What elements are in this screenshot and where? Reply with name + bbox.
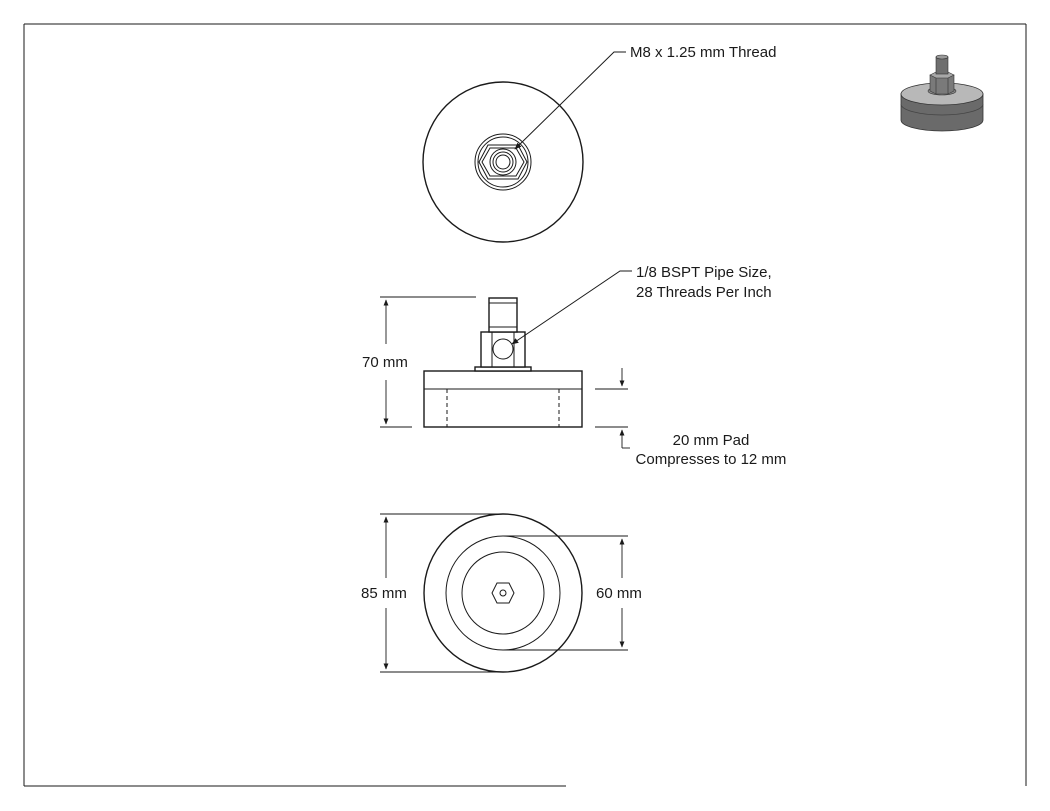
top-view xyxy=(422,51,626,243)
thread-callout: M8 x 1.25 mm Thread xyxy=(630,44,776,61)
pad-callout-line1: 20 mm Pad xyxy=(673,432,750,449)
height-dimension: 70 mm xyxy=(362,354,408,371)
isometric-part-icon xyxy=(900,54,984,132)
side-view xyxy=(380,270,632,449)
pipe-callout-line1: 1/8 BSPT Pipe Size, xyxy=(636,264,772,281)
inner-diameter-dimension: 60 mm xyxy=(596,585,642,602)
outer-diameter-dimension: 85 mm xyxy=(361,585,407,602)
sheet-border xyxy=(23,23,1027,787)
pipe-callout-line2: 28 Threads Per Inch xyxy=(636,284,772,301)
pad-callout-line2: Compresses to 12 mm xyxy=(636,451,787,468)
bottom-view xyxy=(380,513,628,673)
